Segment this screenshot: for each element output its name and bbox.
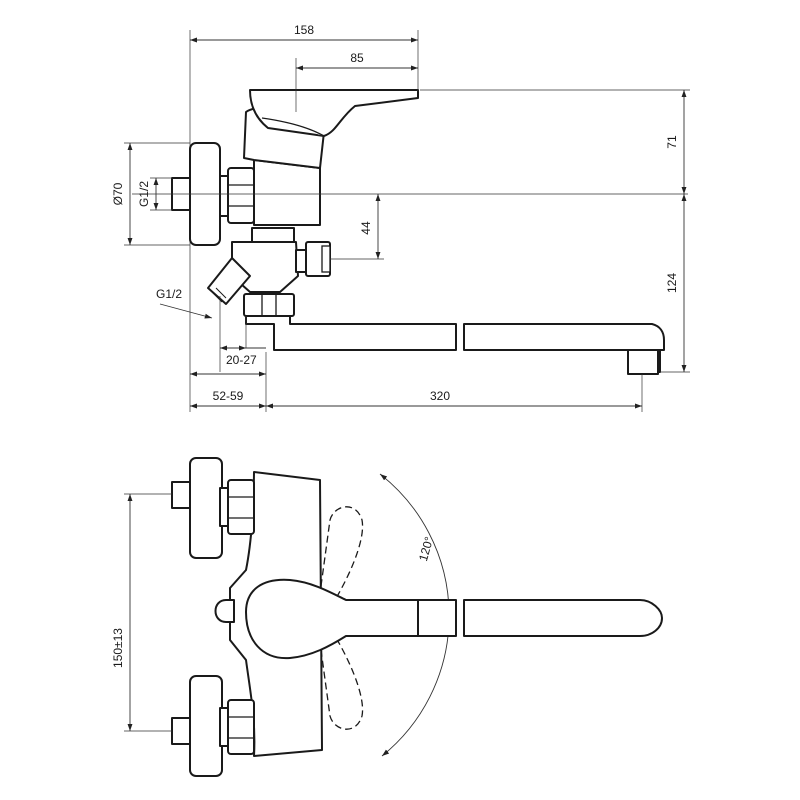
top-view: 120° 150±13: [111, 457, 663, 777]
spout-nut: [243, 293, 295, 317]
dim-spout-height: 124: [665, 273, 679, 293]
dim-lever-height: 71: [665, 135, 679, 149]
dim-spout-reach: 320: [430, 389, 450, 403]
side-view: 158 85 71 124 Ø70 G1/2 44 G1/2: [111, 23, 690, 412]
dim-eccentric: 20-27: [226, 353, 257, 367]
spout-rear: [245, 315, 457, 351]
aerator: [627, 349, 659, 375]
diverter-stem: [295, 249, 307, 273]
shower-outlet: [207, 257, 251, 305]
diverter-knob-top: [214, 599, 235, 623]
upper-wall-plate: [189, 457, 223, 559]
dim-diverter-height: 44: [359, 221, 373, 235]
dim-overall-depth: 158: [294, 23, 314, 37]
lower-wall-plate: [189, 675, 223, 777]
lower-nut: [227, 699, 255, 755]
spout-root-top: [417, 599, 457, 637]
upper-nut: [227, 479, 255, 535]
lever-position-left: [317, 506, 364, 609]
dim-outlet-thread: G1/2: [156, 287, 182, 301]
lever-position-right: [317, 627, 364, 730]
dim-lever-offset: 85: [350, 51, 364, 65]
dim-plate-diameter: Ø70: [111, 182, 125, 205]
dim-swivel-angle: 120°: [416, 535, 436, 563]
lever-handle: [249, 89, 419, 137]
dim-inlet-thread: G1/2: [137, 181, 151, 207]
dim-inlet-spacing: 150±13: [111, 628, 125, 668]
eccentric-nut: [227, 167, 255, 224]
mixer-body: [253, 159, 321, 226]
dim-wall-offset: 52-59: [213, 389, 244, 403]
spout-top: [463, 599, 663, 637]
nut-collar: [219, 175, 229, 217]
diverter-collar: [251, 227, 295, 243]
